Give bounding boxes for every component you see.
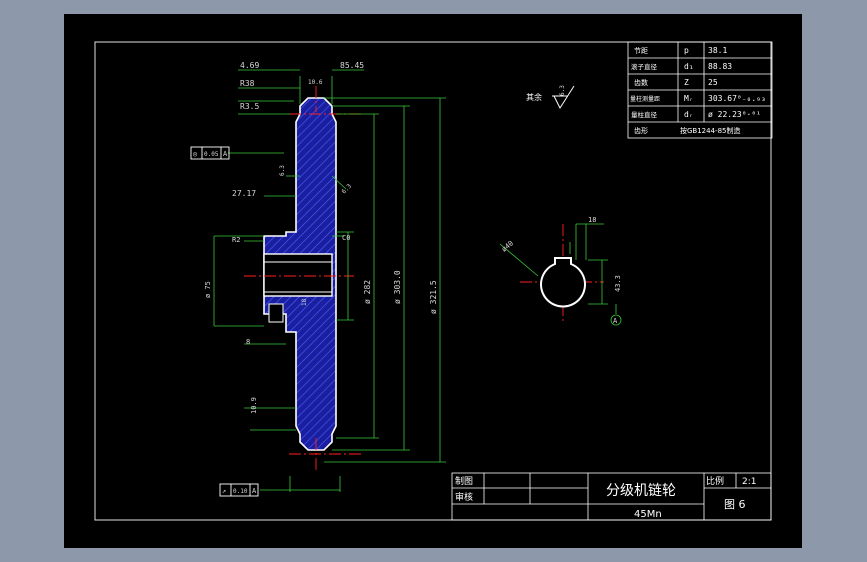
dim-text: 6.3 [279,165,286,176]
dim-text: 4.69 [240,61,259,70]
param-symbol: dᵣ [684,110,694,119]
dim-text: ø 303.0 [393,270,402,304]
dim-text: 85.45 [340,61,364,70]
rest-roughness-value: 6.3 [559,85,566,96]
param-table: 节距 p 38.1 滚子直径 d₁ 88.83 齿数 Z 25 量柱测量距 Mᵣ… [630,46,766,135]
dim-text: R38 [240,79,255,88]
param-value: 303.67⁰₋₀.₉₃ [708,94,766,103]
fcf-symbol: ◎ [193,150,198,158]
checked-by-label: 审核 [455,491,473,503]
fcf-value: 0.10 [233,488,248,495]
drawn-by-label: 制图 [455,475,473,487]
dim-text: 10.6 [308,79,323,86]
sprocket-section [263,97,337,451]
dim-text: R2 [232,236,240,244]
param-symbol: p [684,46,689,55]
param-name: 齿数 [634,78,648,87]
bore-end-view [540,257,586,308]
param-symbol: d₁ [684,62,694,71]
dim-text: 27.17 [232,189,256,198]
dim-text: ø 282 [363,280,372,304]
param-value: 88.83 [708,62,732,71]
param-symbol: Z [684,78,689,87]
dim-text: ø 321.5 [429,280,438,314]
dim-text: C0 [342,234,350,242]
dim-text: 43.3 [614,275,622,292]
dimension-lines [213,69,622,492]
scale-label: 比例 [706,475,724,487]
dimension-texts: 4.69 85.45 R38 R3.5 10.6 27.17 R2 C0 ø 7… [204,61,622,414]
datum-label: A [613,317,618,325]
figure-number: 图 6 [724,498,746,511]
bore [263,253,333,297]
dim-text: 10.9 [250,397,258,414]
param-value: ø 22.23⁰·⁰¹ [708,110,761,119]
drawing-title: 分级机链轮 [606,483,676,499]
param-value: 按GB1244-85制造 [680,126,740,135]
param-value: 25 [708,78,718,87]
cad-drawing: 节距 p 38.1 滚子直径 d₁ 88.83 齿数 Z 25 量柱测量距 Mᵣ… [94,41,773,521]
title-block: 制图 审核 分级机链轮 45Mn 比例 2:1 图 6 [455,475,756,520]
param-symbol: Mᵣ [684,94,694,103]
drawing-border [94,41,772,521]
dim-text: ø 75 [204,281,212,298]
param-name: 量柱测量距 [630,95,660,103]
dim-text: R3.5 [240,102,259,111]
param-name: 量柱直径 [631,110,658,119]
dim-text: 8 [246,338,250,346]
fcf-texts: ◎ 0.05 A ↗ 0.10 A [193,150,257,495]
title-block-grid [451,472,772,521]
param-name: 节距 [634,47,648,55]
dim-text: 18 [301,298,308,306]
drawing-sheet: 节距 p 38.1 滚子直径 d₁ 88.83 齿数 Z 25 量柱测量距 Mᵣ… [64,14,802,548]
fcf-datum: A [223,150,228,158]
fcf-datum: A [252,487,257,495]
fcf-value: 0.05 [204,151,219,158]
param-table-grid [627,41,773,139]
dim-text: 18 [588,216,596,224]
param-name: 滚子直径 [631,62,658,71]
param-value: 38.1 [708,46,727,55]
scale-value: 2:1 [742,477,756,487]
dim-text: ø40 [500,239,515,253]
rest-roughness-label: 其余 [526,92,542,102]
dim-text: 6.3 [340,183,353,196]
param-name: 齿形 [634,127,648,135]
fcf-frames [190,146,259,497]
material: 45Mn [634,509,662,520]
fcf-symbol: ↗ [222,487,226,495]
roughness-symbol [552,85,575,110]
